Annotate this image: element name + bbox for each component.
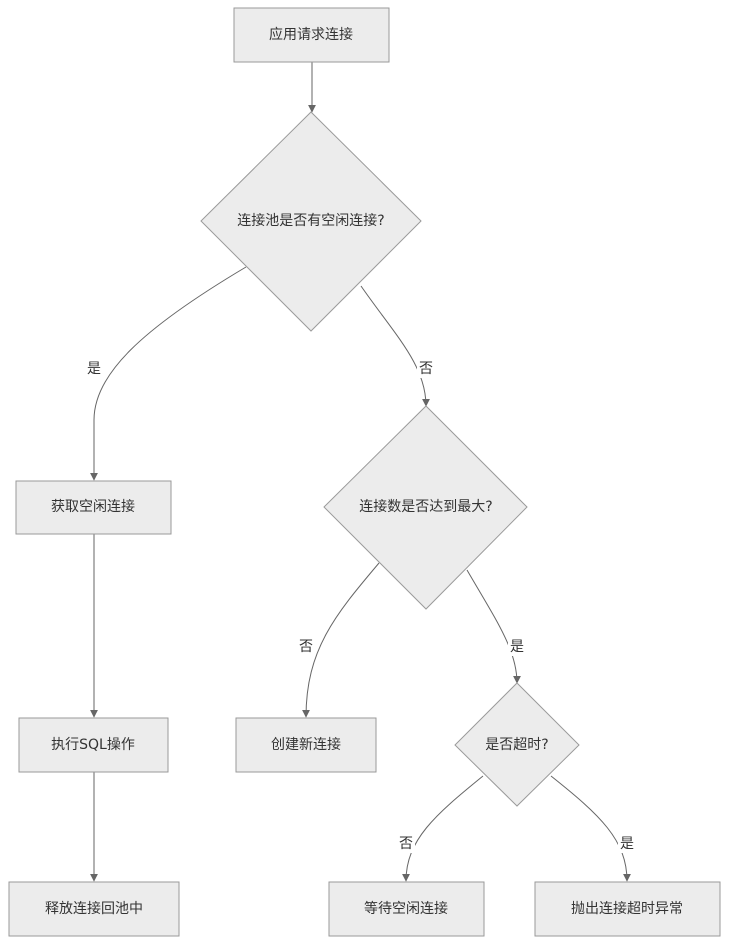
edge-max-reached-to-timeout [466, 569, 521, 684]
node-timeout-label: 是否超时? [485, 737, 548, 753]
node-wait-idle: 等待空闲连接 [328, 881, 485, 937]
node-throw-timeout: 抛出连接超时异常 [534, 881, 721, 937]
edge-timeout-to-wait-idle [402, 775, 484, 882]
node-max-reached-label: 连接数是否达到最大? [359, 498, 492, 515]
node-request: 应用请求连接 [233, 7, 390, 63]
edges [90, 62, 631, 882]
edge-labels: 是 否 否 是 否 是 [85, 359, 636, 853]
node-max-reached: 连接数是否达到最大? [323, 405, 528, 610]
node-create-new-label: 创建新连接 [271, 736, 341, 753]
node-throw-timeout-label: 抛出连接超时异常 [571, 900, 683, 917]
node-has-idle-label: 连接池是否有空闲连接? [237, 212, 384, 229]
node-exec-sql-label: 执行SQL操作 [51, 737, 135, 753]
node-exec-sql: 执行SQL操作 [18, 717, 169, 773]
edge-label-has-idle-no: 否 [419, 361, 433, 377]
node-request-label: 应用请求连接 [269, 26, 353, 43]
node-get-idle: 获取空闲连接 [15, 480, 172, 535]
edge-label-max-no: 否 [299, 639, 313, 655]
node-create-new: 创建新连接 [235, 717, 377, 773]
edge-max-reached-to-create-new [302, 562, 380, 718]
node-wait-idle-label: 等待空闲连接 [364, 900, 448, 917]
edge-has-idle-to-get-idle [90, 266, 247, 481]
edge-label-timeout-no: 否 [399, 836, 413, 852]
node-timeout: 是否超时? [454, 682, 580, 807]
edge-label-has-idle-yes: 是 [87, 361, 101, 377]
edge-label-max-yes: 是 [510, 639, 524, 655]
edge-label-timeout-yes: 是 [620, 836, 634, 852]
node-has-idle: 连接池是否有空闲连接? [200, 111, 422, 332]
edge-has-idle-to-max-reached [360, 285, 430, 407]
node-release-label: 释放连接回池中 [45, 900, 143, 917]
node-get-idle-label: 获取空闲连接 [51, 498, 135, 515]
edge-timeout-to-throw-timeout [550, 775, 631, 882]
node-release: 释放连接回池中 [8, 881, 180, 937]
